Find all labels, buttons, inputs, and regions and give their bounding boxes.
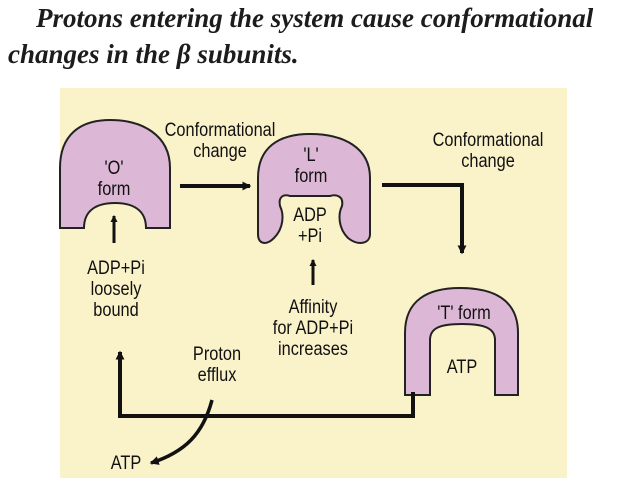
t-bound-atp-text: ATP <box>446 357 478 378</box>
l-form-label-line-1: 'L' <box>303 145 319 166</box>
proton-efflux-label: Proton efflux <box>187 344 247 386</box>
l-form-label: 'L' form <box>289 145 334 187</box>
l-form-bound-label: ADP +Pi <box>286 205 334 247</box>
o-form-subunit <box>59 118 171 229</box>
affinity-line-1: Affinity <box>288 297 338 318</box>
adp-pi-loosely-line-3: bound <box>93 300 139 321</box>
t-form-label: 'T' form <box>431 303 496 324</box>
affinity-increases-label: Affinity for ADP+Pi increases <box>267 297 358 360</box>
atp-released-text: ATP <box>110 453 142 474</box>
conformational-change-1-line-2: change <box>193 141 247 162</box>
arrow-l-to-t <box>382 183 467 255</box>
affinity-line-3: increases <box>278 339 348 360</box>
o-form-label: 'O' form <box>90 158 138 200</box>
adp-pi-loosely-line-1: ADP+Pi <box>87 258 145 279</box>
l-bound-label-line-1: ADP <box>293 205 327 226</box>
proton-efflux-line-1: Proton <box>192 344 242 365</box>
conformational-change-label-1: Conformational change <box>160 120 280 162</box>
l-form-subunit <box>257 132 371 244</box>
conformational-change-2-line-2: change <box>461 151 515 172</box>
heading-line-1: Protons entering the system cause confor… <box>36 3 594 33</box>
t-form-bound-atp-label: ATP <box>440 357 485 378</box>
heading-line-2: changes in the β subunits. <box>8 39 299 69</box>
o-form-label-line-1: 'O' <box>104 158 124 179</box>
affinity-line-2: for ADP+Pi <box>272 318 354 339</box>
proton-efflux-line-2: efflux <box>197 365 237 386</box>
l-bound-label-line-2: +Pi <box>297 226 323 247</box>
atp-released-label: ATP <box>106 453 146 474</box>
conformational-change-label-2: Conformational change <box>424 130 553 172</box>
proton-efflux-cycle-arrow <box>115 350 415 418</box>
conformational-change-1-line-1: Conformational <box>164 120 276 141</box>
atp-release-arrow <box>149 399 214 465</box>
l-form-label-line-2: form <box>294 166 328 187</box>
o-form-label-line-2: form <box>97 179 131 200</box>
t-form-label-text: 'T' form <box>437 303 491 324</box>
conformational-change-2-line-1: Conformational <box>432 130 544 151</box>
adp-pi-loosely-line-2: loosely <box>90 279 142 300</box>
t-form-subunit <box>404 286 519 396</box>
adp-pi-loosely-bound-label: ADP+Pi loosely bound <box>79 258 153 321</box>
